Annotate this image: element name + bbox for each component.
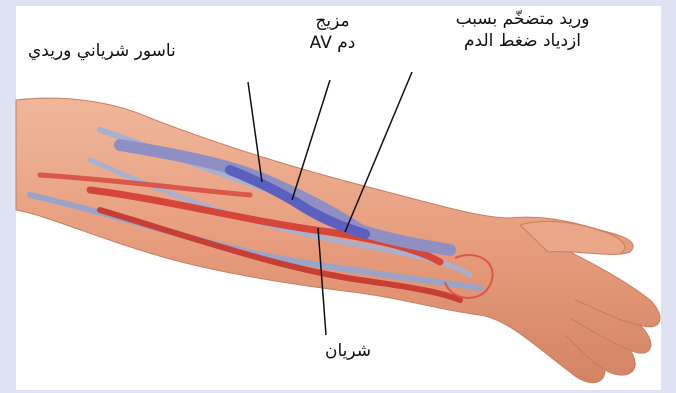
label-artery: شريان bbox=[308, 340, 388, 362]
label-text: وريد متضخّم بسبب bbox=[425, 8, 620, 30]
label-mixed-blood: مزيج دم AV bbox=[285, 10, 380, 54]
label-text: ازدياد ضغط الدم bbox=[425, 30, 620, 52]
label-text: دم AV bbox=[285, 32, 380, 54]
label-text: ناسور شرياني وريدي bbox=[28, 40, 176, 62]
label-av-fistula: ناسور شرياني وريدي bbox=[28, 40, 176, 62]
label-text: مزيج bbox=[285, 10, 380, 32]
label-text: شريان bbox=[308, 340, 388, 362]
label-dilated-vein: وريد متضخّم بسبب ازدياد ضغط الدم bbox=[425, 8, 620, 52]
